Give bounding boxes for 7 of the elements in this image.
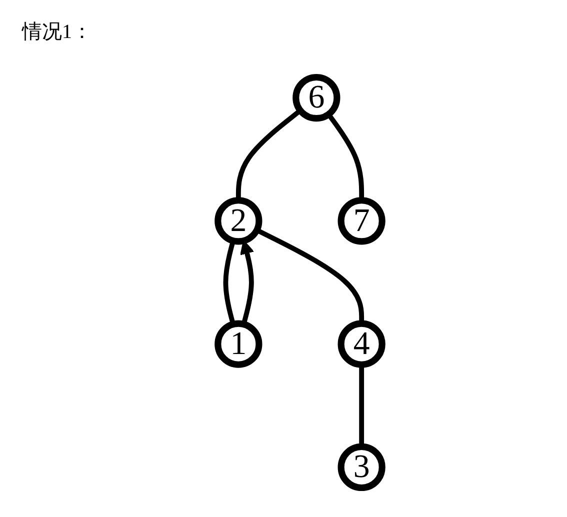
node-circle: 2 [214,197,262,245]
node-circle: 7 [338,197,386,245]
node-circle: 1 [214,320,262,368]
node-circle: 6 [292,74,340,122]
node-circle: 4 [338,320,386,368]
node-circle: 3 [338,443,386,492]
diagram-title: 情况1： [22,20,92,45]
